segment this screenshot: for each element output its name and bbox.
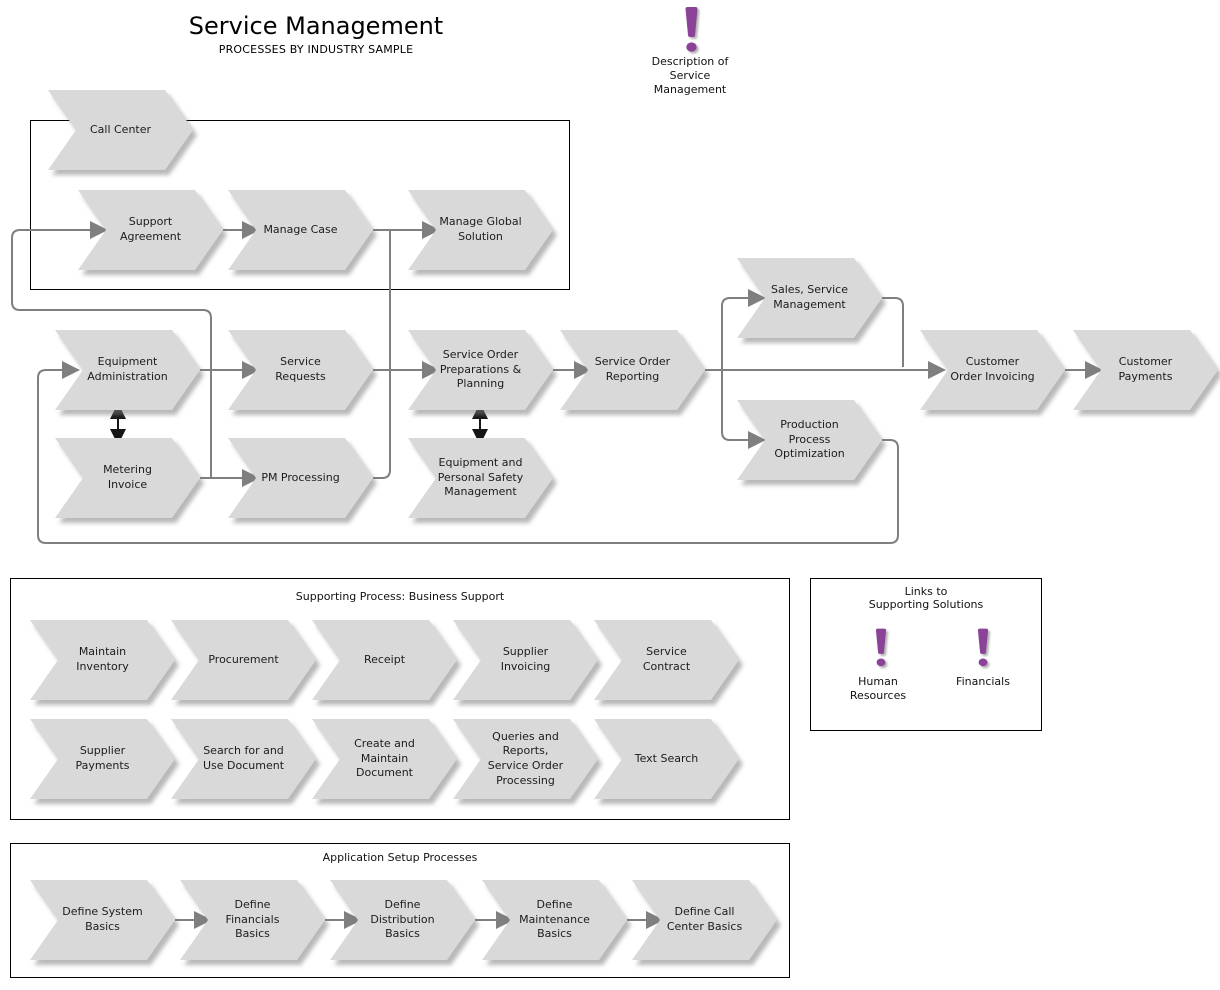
chevron-label: Manage Case [263,222,338,236]
exclamation-icon[interactable] [682,7,701,53]
chevron-label: Define System Basics [62,905,143,933]
page-title: Service Management [188,12,444,40]
chevron-label: Service Contract [642,645,691,673]
chevron-label: Sales, Service Management [771,283,848,311]
chevron-label: Customer Order Invoicing [950,355,1035,383]
chevron-service-contract[interactable]: Service Contract [594,620,739,700]
page-subtitle: PROCESSES BY INDUSTRY SAMPLE [218,43,414,56]
chevron-label: Metering Invoice [103,463,152,491]
chevron-customer-order-invoicing[interactable]: Customer Order Invoicing [920,330,1065,410]
chevron-receipt[interactable]: Receipt [312,620,457,700]
chevron-label: Support Agreement [119,215,182,243]
chevron-procurement[interactable]: Procurement [171,620,316,700]
chevron-metering-invoice[interactable]: Metering Invoice [55,438,200,518]
chevron-label: Define Distribution Basics [370,898,435,941]
chevron-supplier-payments[interactable]: Supplier Payments [30,719,175,799]
chevron-define-financials-basics[interactable]: Define Financials Basics [180,880,325,960]
chevron-search-use-document[interactable]: Search for and Use Document [171,719,316,799]
chevron-label: Customer Payments [1118,355,1173,383]
human-resources-icon[interactable] [873,627,889,669]
chevron-production-process-optimization[interactable]: Production Process Optimization [737,400,882,480]
chevron-label: Define Financials Basics [225,898,280,941]
chevron-label: Call Center [89,122,152,136]
chevron-equipment-administration[interactable]: Equipment Administration [55,330,200,410]
chevron-define-call-center-basics[interactable]: Define Call Center Basics [632,880,777,960]
chevron-create-maintain-document[interactable]: Create and Maintain Document [312,719,457,799]
setup-box-title: Application Setup Processes [322,851,478,864]
human-resources-label[interactable]: Human Resources [849,675,907,703]
chevron-equipment-personal-safety[interactable]: Equipment and Personal Safety Management [408,438,553,518]
chevron-label: Service Requests [275,355,326,383]
chevron-label: Equipment and Personal Safety Management [437,456,524,499]
chevron-manage-global-solution[interactable]: Manage Global Solution [408,190,553,270]
description-link-label[interactable]: Description of Service Management [651,55,729,97]
chevron-pm-processing[interactable]: PM Processing [228,438,373,518]
chevron-label: Receipt [363,652,406,666]
chevron-label: Procurement [208,652,279,666]
financials-icon[interactable] [975,627,991,669]
links-box: Links to Supporting Solutions [810,578,1042,731]
chevron-sales-service-management[interactable]: Sales, Service Management [737,258,882,338]
chevron-manage-case[interactable]: Manage Case [228,190,373,270]
chevron-support-agreement[interactable]: Support Agreement [78,190,223,270]
links-box-title: Links to Supporting Solutions [868,585,984,611]
chevron-define-system-basics[interactable]: Define System Basics [30,880,175,960]
chevron-queries-reports[interactable]: Queries and Reports, Service Order Proce… [453,719,598,799]
financials-label[interactable]: Financials [956,675,1010,688]
chevron-label: Queries and Reports, Service Order Proce… [487,729,564,787]
chevron-label: Service Order Preparations & Planning [439,348,522,391]
chevron-text-search[interactable]: Text Search [594,719,739,799]
chevron-service-order-reporting[interactable]: Service Order Reporting [560,330,705,410]
chevron-maintain-inventory[interactable]: Maintain Inventory [30,620,175,700]
chevron-label: Equipment Administration [87,355,168,383]
chevron-label: Supplier Payments [75,744,130,772]
chevron-customer-payments[interactable]: Customer Payments [1073,330,1218,410]
chevron-label: Create and Maintain Document [354,737,415,780]
chevron-define-distribution-basics[interactable]: Define Distribution Basics [330,880,475,960]
chevron-label: PM Processing [261,470,340,484]
diagram-header: Service Management PROCESSES BY INDUSTRY… [166,12,466,56]
chevron-label: Maintain Inventory [76,645,129,673]
chevron-label: Search for and Use Document [202,744,285,772]
chevron-service-requests[interactable]: Service Requests [228,330,373,410]
chevron-label: Define Call Center Basics [666,905,743,933]
chevron-label: Service Order Reporting [594,355,671,383]
chevron-label: Supplier Invoicing [500,645,551,673]
chevron-label: Text Search [634,751,699,765]
supporting-process-title: Supporting Process: Business Support [295,590,505,603]
chevron-call-center[interactable]: Call Center [48,90,193,170]
connector-sales-merge [882,297,904,367]
chevron-label: Define Maintenance Basics [519,898,590,941]
chevron-label: Production Process Optimization [774,418,845,461]
chevron-label: Manage Global Solution [439,215,522,243]
chevron-service-order-preparations[interactable]: Service Order Preparations & Planning [408,330,553,410]
chevron-define-maintenance-basics[interactable]: Define Maintenance Basics [482,880,627,960]
chevron-supplier-invoicing[interactable]: Supplier Invoicing [453,620,598,700]
